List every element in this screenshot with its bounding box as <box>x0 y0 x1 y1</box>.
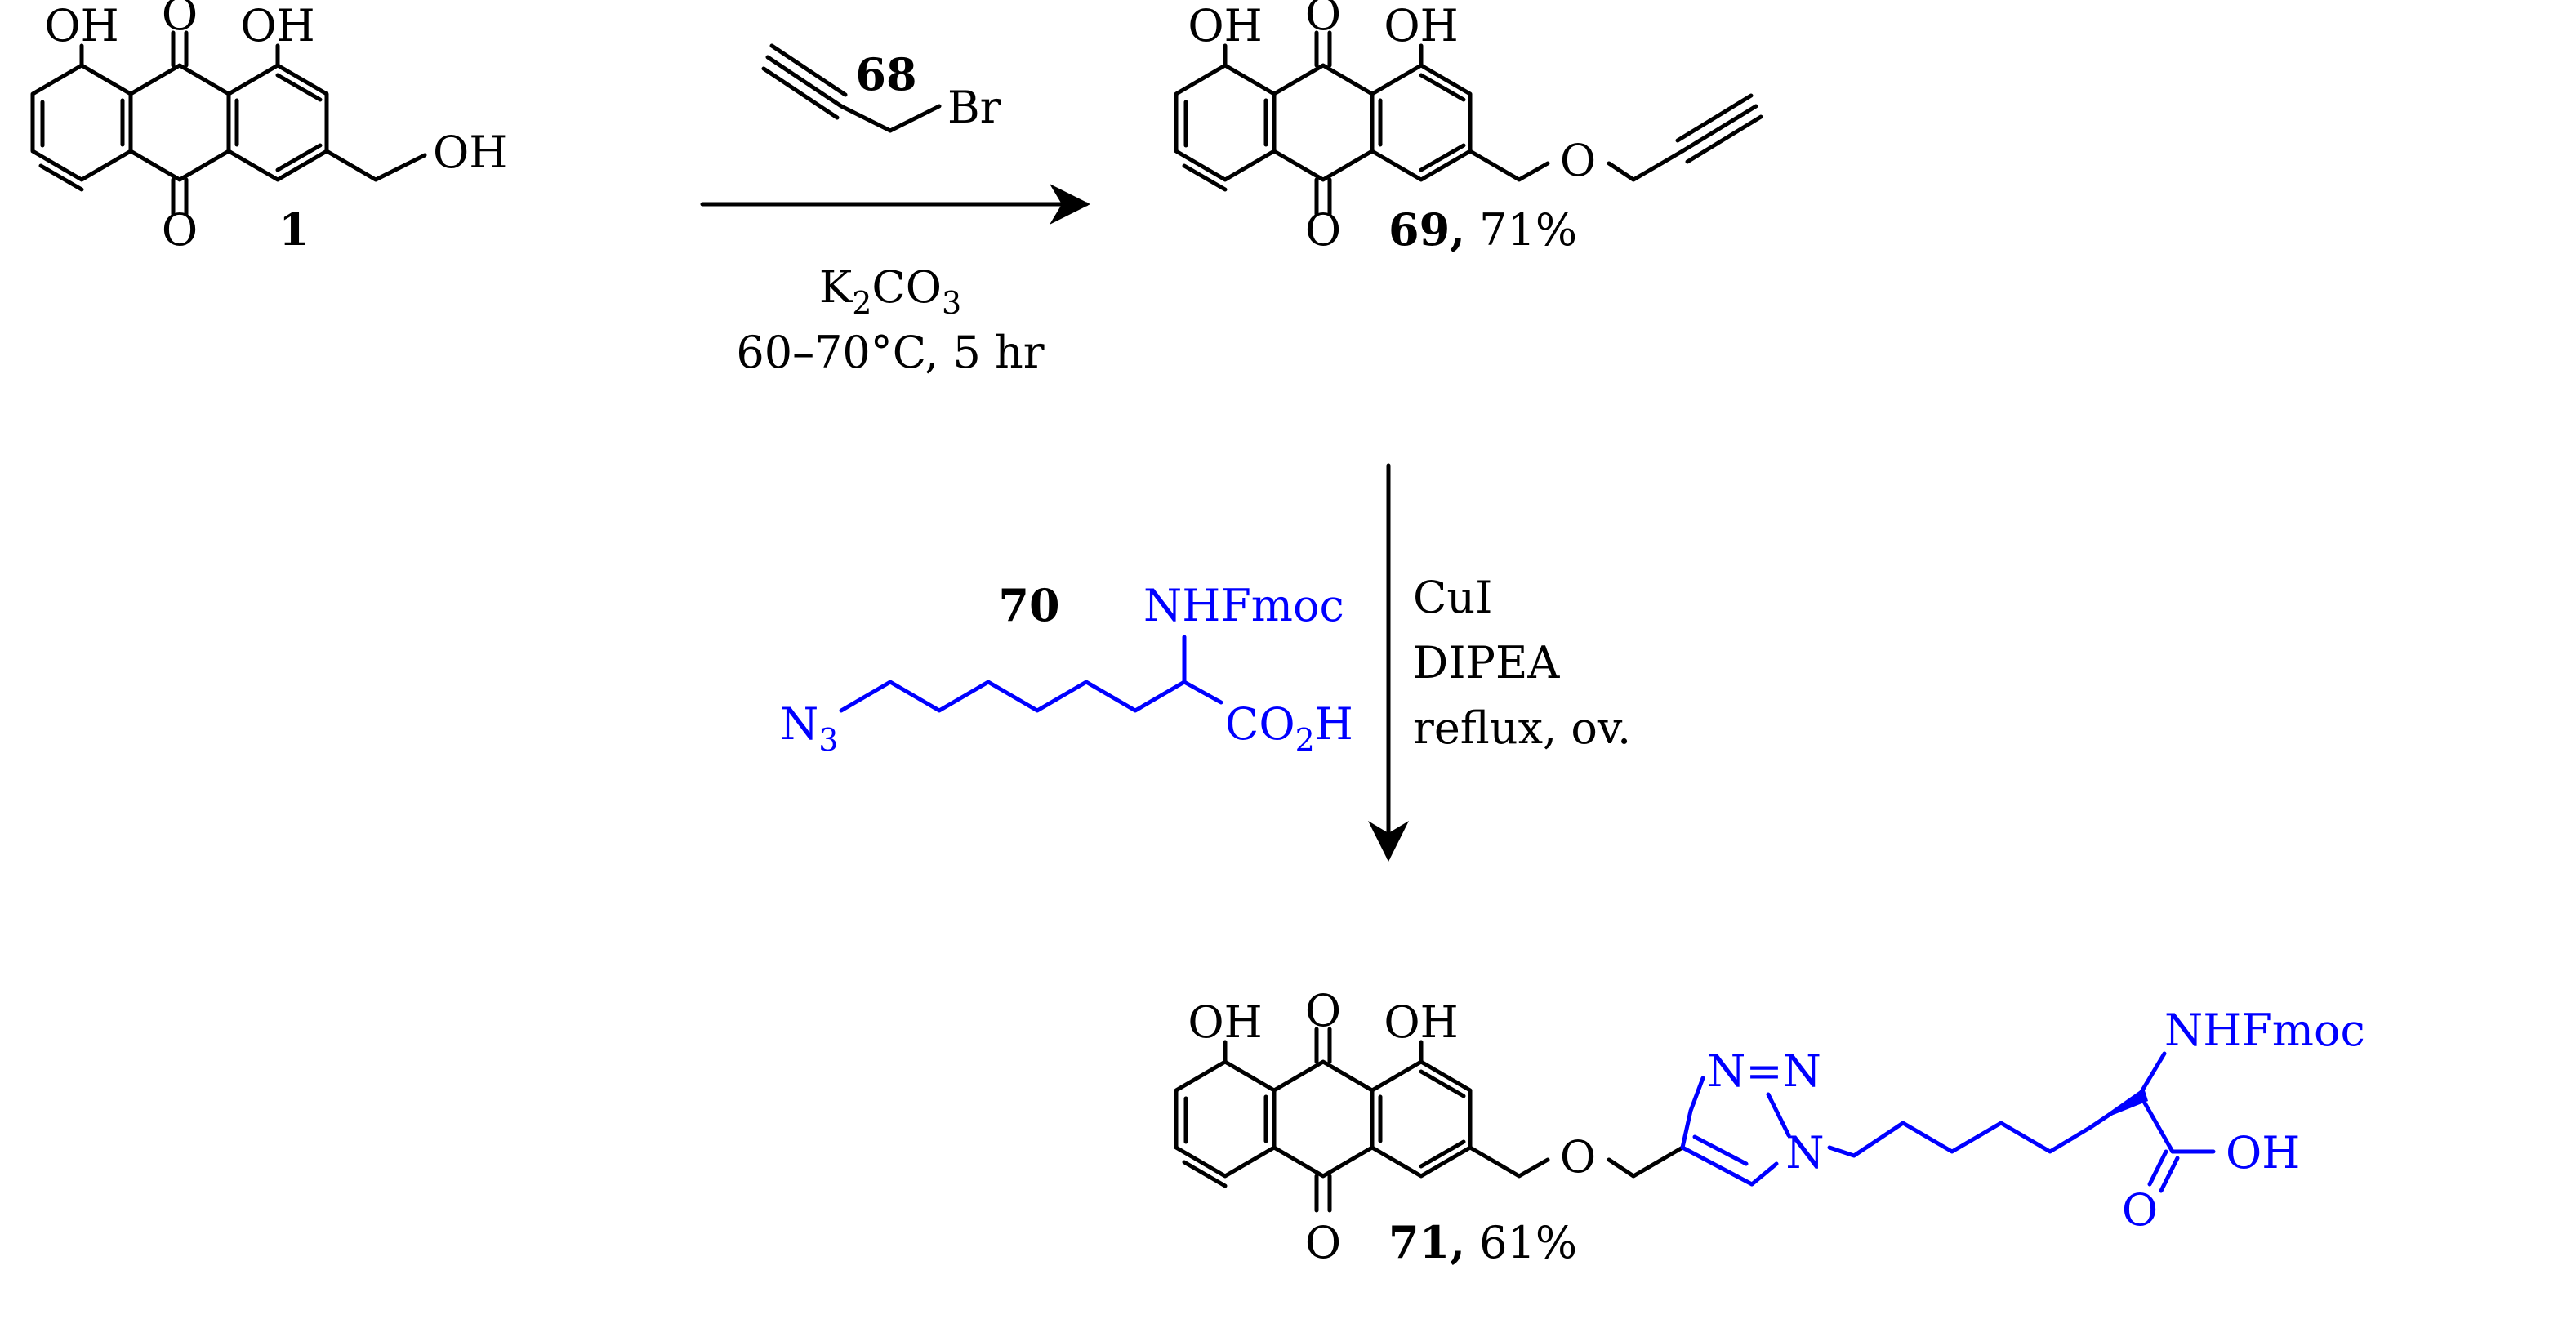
nhfmoc-label-70: NHFmoc <box>1143 580 1344 631</box>
compound-number-1: 1 <box>279 203 310 256</box>
hydroxyl-label-1b: OH <box>240 0 314 51</box>
compound-71-caption: 71, 61% <box>1388 1216 1577 1268</box>
ether-oxygen-69: O <box>1560 135 1596 186</box>
ether-oxygen-71: O <box>1560 1131 1596 1183</box>
reagent-68: 68 Br <box>761 43 1001 133</box>
anthraquinone-core-71 <box>1174 1027 1685 1213</box>
catalyst-label: CuI <box>1413 572 1492 623</box>
carbonyl-oxygen-bottom-71: O <box>1305 1217 1341 1268</box>
stereo-wedge-bond-71 <box>2095 1088 2148 1122</box>
amine-base-label: DIPEA <box>1413 637 1560 689</box>
reagent-70: 70 NHFmoc N3 CO2H <box>780 579 1353 758</box>
compound-1: OH OH O O OH 1 <box>30 0 507 256</box>
carbonyl-oxygen-bottom-69: O <box>1305 204 1341 256</box>
carboxylic-acid-label-70: CO2H <box>1225 698 1353 758</box>
carbonyl-oxygen-top-1: O <box>162 0 198 40</box>
hydroxyl-label-71a: OH <box>1188 996 1262 1048</box>
anthraquinone-core-1 <box>30 30 427 216</box>
compound-number-68: 68 <box>855 48 916 100</box>
carbonyl-oxygen-top-69: O <box>1305 0 1341 40</box>
carbonyl-oxygen-top-71: O <box>1305 985 1341 1036</box>
step-2-conditions: reflux, ov. <box>1413 702 1631 754</box>
triazole-azo-label-71: N=N <box>1707 1045 1821 1097</box>
compound-69: OH OH O O O 69, 71% <box>1174 0 1763 256</box>
compound-number-70: 70 <box>998 579 1059 631</box>
compound-71: N=N N NHFmoc OH O OH OH O O O 71, 61% <box>1174 985 2365 1268</box>
triazole-ring-71 <box>1680 1076 1791 1187</box>
base-reagent-label: K2CO3 <box>819 261 961 321</box>
hydroxyl-label-69b: OH <box>1384 0 1458 51</box>
step-1-conditions: 60–70°C, 5 hr <box>736 327 1044 378</box>
hydroxyl-label-1a: OH <box>44 0 118 51</box>
nhfmoc-label-71: NHFmoc <box>2164 1005 2365 1056</box>
triazole-nitrogen-label-71: N <box>1785 1127 1824 1179</box>
bromine-label-68: Br <box>947 82 1001 133</box>
compound-69-caption: 69, 71% <box>1388 203 1577 256</box>
hydroxyl-label-71b: OH <box>1384 996 1458 1048</box>
azide-label-70: N3 <box>780 698 838 758</box>
hydroxymethyl-label-1: OH <box>433 127 507 178</box>
hydroxyl-label-69a: OH <box>1188 0 1262 51</box>
acid-carbonyl-oxygen-71: O <box>2122 1184 2158 1236</box>
anthraquinone-core-69 <box>1174 30 1763 216</box>
acid-hydroxyl-label-71: OH <box>2226 1127 2300 1179</box>
carbonyl-oxygen-bottom-1: O <box>162 204 198 256</box>
